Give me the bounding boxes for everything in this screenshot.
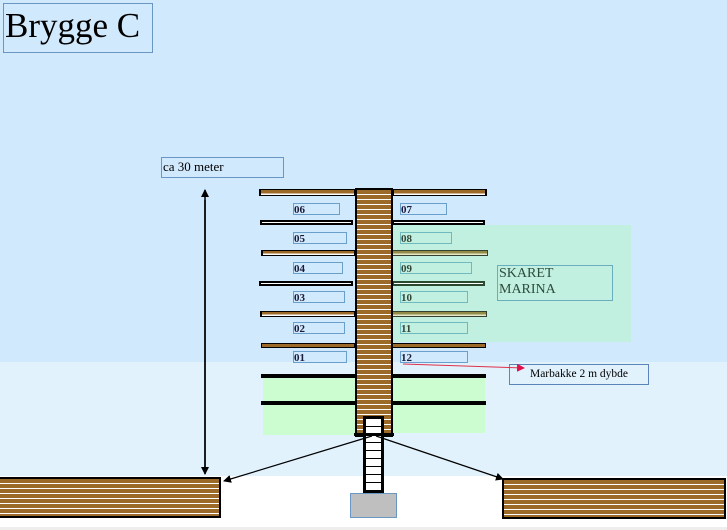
main-pier (355, 188, 393, 437)
finger-left-8 (261, 401, 355, 405)
finger-left-6 (261, 343, 355, 348)
berth-09[interactable]: 09 (400, 262, 472, 275)
berth-01[interactable]: 01 (293, 351, 347, 364)
berth-06[interactable]: 06 (293, 203, 340, 216)
green-area-left (263, 377, 355, 435)
finger-left-2 (260, 220, 353, 225)
finger-right-7 (392, 374, 486, 378)
gangway-arrow-right (375, 435, 504, 481)
gangway-crossbar (354, 433, 394, 436)
finger-right-4 (392, 281, 485, 286)
berth-04[interactable]: 04 (293, 262, 343, 275)
shore-pier-left (0, 477, 221, 518)
finger-right-1 (392, 189, 487, 196)
berth-11[interactable]: 11 (400, 322, 468, 335)
berth-08[interactable]: 08 (400, 232, 452, 245)
finger-left-4 (259, 281, 353, 286)
page-title: Brygge C (3, 3, 153, 53)
finger-right-8 (392, 401, 486, 405)
berth-03[interactable]: 03 (293, 291, 345, 304)
concrete-foundation (350, 493, 397, 518)
green-area-right (393, 377, 485, 433)
measurement-label: ca 30 meter (161, 157, 284, 178)
depth-arrow (402, 363, 525, 372)
depth-label: Marbakke 2 m dybde (509, 364, 649, 385)
berth-07[interactable]: 07 (400, 203, 447, 216)
marina-label: SKARET MARINA (497, 265, 613, 301)
berth-12[interactable]: 12 (400, 351, 468, 364)
shore-pier-right (502, 478, 726, 519)
berth-10[interactable]: 10 (400, 291, 468, 304)
berth-02[interactable]: 02 (293, 322, 345, 335)
bottom-edge (0, 527, 727, 530)
gangway-arrow-left (223, 435, 373, 483)
finger-left-7 (261, 374, 355, 378)
finger-right-2 (392, 220, 485, 225)
berth-05[interactable]: 05 (293, 232, 347, 245)
